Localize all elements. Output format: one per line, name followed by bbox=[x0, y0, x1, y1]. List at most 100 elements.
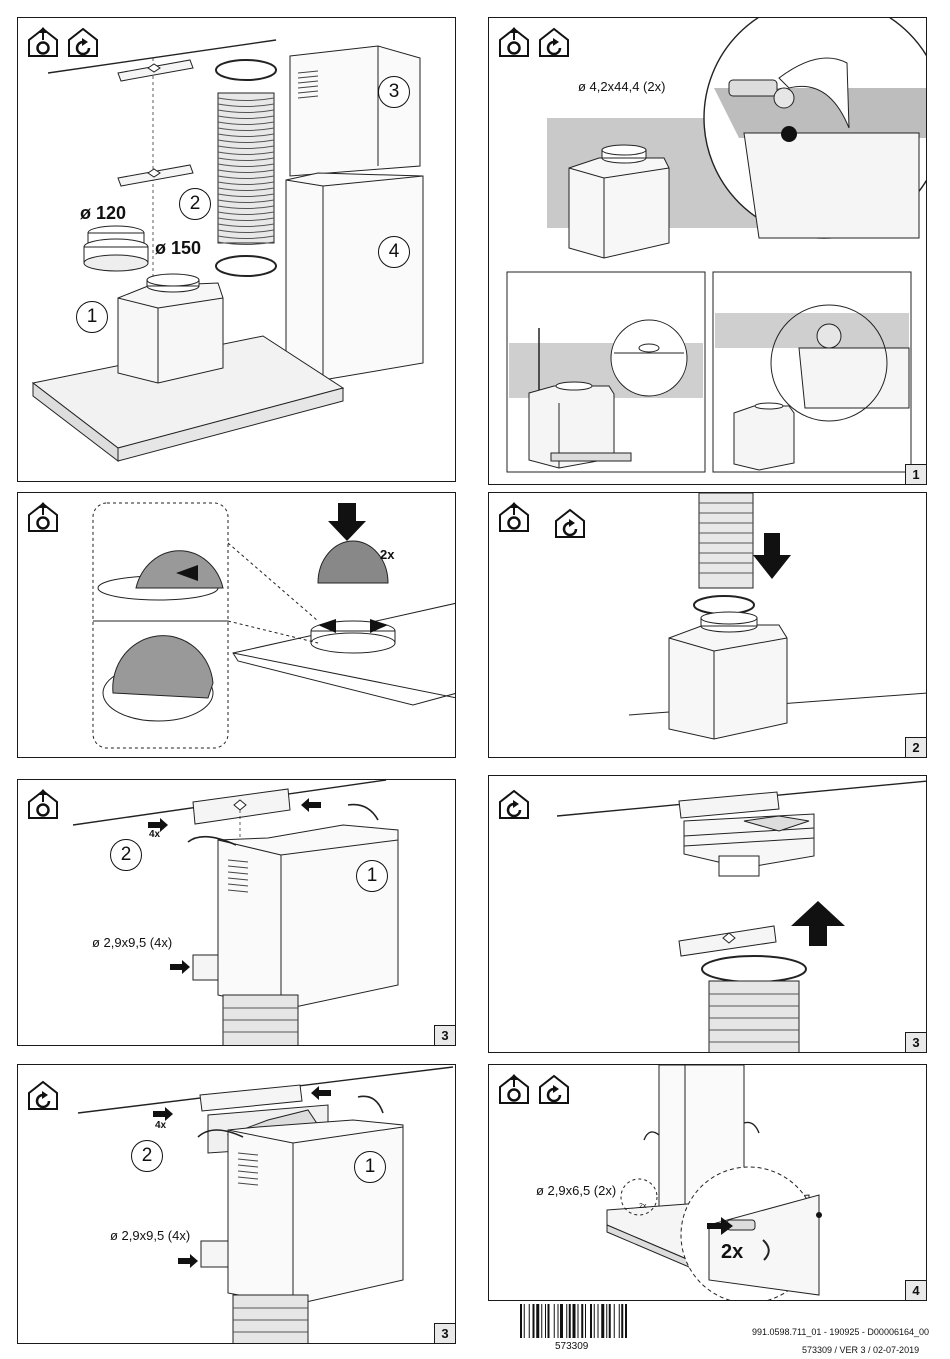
screw-size-label: ø 2,9x9,5 (4x) bbox=[92, 935, 173, 950]
panel-step-1: ø 4,2x44,4 (2x) 1 bbox=[488, 17, 927, 485]
hose-rib bbox=[217, 169, 275, 173]
hose-rib bbox=[217, 109, 275, 113]
step-3-recirculation-cover-drawing bbox=[77, 1066, 454, 1343]
barcode-bar bbox=[532, 1304, 535, 1338]
barcode-bar bbox=[547, 1304, 550, 1338]
screw-size-label: ø 4,2x44,4 (2x) bbox=[578, 79, 666, 94]
step-number: 3 bbox=[434, 1025, 455, 1045]
hose-rib bbox=[217, 205, 275, 209]
part-number-2: 2 bbox=[110, 839, 142, 871]
hose-rib bbox=[217, 127, 275, 131]
step-number: 3 bbox=[434, 1323, 455, 1343]
barcode-bar bbox=[541, 1304, 543, 1338]
step-4-drawing bbox=[606, 1065, 822, 1300]
damper-drawing bbox=[92, 502, 455, 749]
recirculation-icon bbox=[539, 27, 569, 57]
screw-count-label: 2x bbox=[721, 1241, 744, 1263]
panel-step-3-recirculation-cover: 4x ø 2,9x9,5 (4x) 2 1 3 bbox=[17, 1064, 456, 1344]
part-number-4: 4 bbox=[378, 236, 410, 268]
screw-size-label: ø 2,9x6,5 (2x) bbox=[536, 1183, 617, 1198]
barcode-bar bbox=[581, 1304, 584, 1338]
document-code: 991.0598.711_01 - 190925 - D00006164_00 bbox=[752, 1327, 929, 1337]
step-number: 4 bbox=[905, 1280, 926, 1300]
barcode-bar bbox=[545, 1304, 546, 1338]
hose-rib bbox=[217, 211, 275, 215]
hose-rib bbox=[217, 235, 275, 239]
recirculation-icon bbox=[539, 1074, 569, 1104]
step-number: 2 bbox=[905, 737, 926, 757]
screw-count-label: 4x bbox=[155, 1120, 167, 1131]
vent-out-icon bbox=[499, 27, 529, 57]
part-number-1: 1 bbox=[354, 1151, 386, 1183]
hose-rib bbox=[217, 163, 275, 167]
diameter-120-label: ø 120 bbox=[80, 203, 127, 223]
hose-rib bbox=[217, 133, 275, 137]
barcode-bar bbox=[618, 1304, 620, 1338]
hose-rib bbox=[217, 151, 275, 155]
panel-step-4: ø 2,9x6,5 (2x) 2x 2x 4 bbox=[488, 1064, 927, 1301]
panel-damper: 2x bbox=[17, 492, 456, 758]
step-number: 1 bbox=[905, 464, 926, 484]
barcode-bar bbox=[528, 1304, 530, 1338]
barcode-bar bbox=[613, 1304, 615, 1338]
hose-rib bbox=[217, 115, 275, 119]
barcode-bar bbox=[606, 1304, 608, 1338]
barcode-bar bbox=[601, 1304, 605, 1338]
hose-rib bbox=[217, 181, 275, 185]
hose-rib bbox=[217, 229, 275, 233]
hose-rib bbox=[217, 139, 275, 143]
hose-rib bbox=[217, 97, 275, 101]
vent-out-icon bbox=[28, 789, 58, 819]
diameter-150-label: ø 150 bbox=[155, 238, 202, 258]
vent-out-icon bbox=[28, 502, 58, 532]
hose-rib bbox=[217, 223, 275, 227]
panel-step-2: 2 bbox=[488, 492, 927, 758]
hose-rib bbox=[217, 241, 275, 245]
hose-rib bbox=[217, 175, 275, 179]
barcode-bar bbox=[523, 1304, 525, 1338]
part-number-2: 2 bbox=[131, 1140, 163, 1172]
barcode-bar bbox=[577, 1304, 579, 1338]
step-3-vent-drawing bbox=[72, 780, 399, 1045]
version-info: 573309 / VER 3 / 02-07-2019 bbox=[802, 1345, 920, 1355]
step-3-recirculation-drawing bbox=[556, 780, 926, 1052]
barcode-bar bbox=[566, 1304, 568, 1338]
hose-rib bbox=[217, 217, 275, 221]
screw-size-label: ø 2,9x9,5 (4x) bbox=[110, 1228, 191, 1243]
part-number-2: 2 bbox=[179, 188, 211, 220]
barcode bbox=[520, 1304, 627, 1338]
barcode-bar bbox=[625, 1304, 627, 1338]
hose-rib bbox=[217, 103, 275, 107]
screw-count-label: 4x bbox=[149, 829, 161, 840]
barcode-bar bbox=[608, 1304, 611, 1338]
vent-out-icon bbox=[499, 1074, 529, 1104]
step-number: 3 bbox=[905, 1032, 926, 1052]
barcode-bar bbox=[590, 1304, 592, 1338]
hose-rib bbox=[217, 199, 275, 203]
barcode-bar bbox=[597, 1304, 599, 1338]
vent-out-icon bbox=[28, 27, 58, 57]
panel-step-3-vent: 4x ø 2,9x9,5 (4x) 2 1 3 bbox=[17, 779, 456, 1046]
damper-count-label: 2x bbox=[380, 547, 395, 562]
panel-exploded-view: ø 120 ø 150 1 2 3 4 bbox=[17, 17, 456, 482]
barcode-bar bbox=[560, 1304, 563, 1338]
recirculation-icon bbox=[499, 789, 529, 819]
exploded-view-drawing bbox=[31, 39, 424, 463]
barcode-bar bbox=[520, 1304, 522, 1338]
recirculation-icon bbox=[28, 1080, 58, 1110]
barcode-bar bbox=[621, 1304, 624, 1338]
hose-rib bbox=[217, 121, 275, 125]
small-count-label: 2x bbox=[639, 1203, 647, 1210]
part-number-1: 1 bbox=[76, 301, 108, 333]
part-number-3: 3 bbox=[378, 76, 410, 108]
panel-step-3-recirculation: 3 bbox=[488, 775, 927, 1053]
step-1-drawing bbox=[506, 18, 926, 473]
barcode-number: 573309 bbox=[555, 1341, 589, 1352]
vent-out-icon bbox=[499, 502, 529, 532]
hose-rib bbox=[217, 157, 275, 161]
barcode-bar bbox=[536, 1304, 540, 1338]
barcode-bar bbox=[585, 1304, 586, 1338]
barcode-bar bbox=[557, 1304, 559, 1338]
recirculation-icon bbox=[555, 508, 585, 538]
hose-rib bbox=[217, 193, 275, 197]
